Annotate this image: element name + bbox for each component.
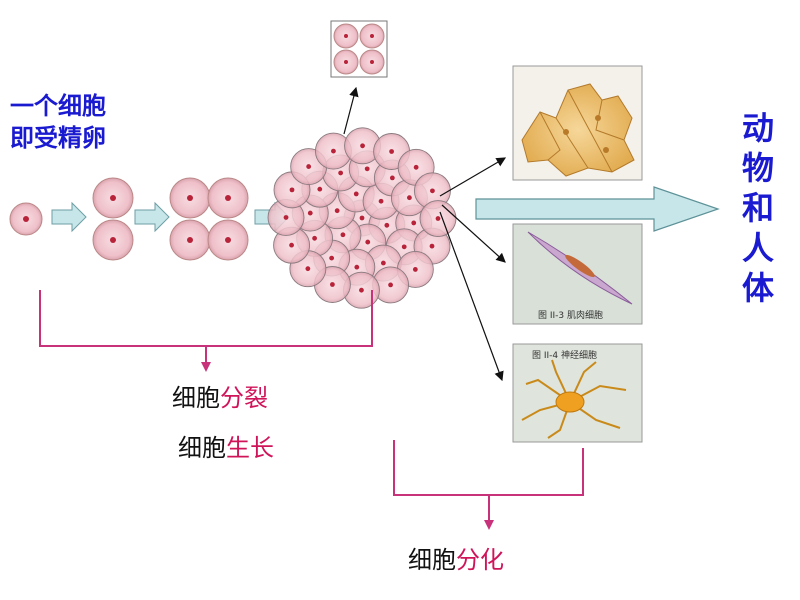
cluster-nucleus xyxy=(289,242,294,248)
zygote-cell xyxy=(9,202,43,236)
cluster-nucleus xyxy=(359,215,365,221)
caption-growth-base: 细胞 xyxy=(178,434,226,462)
arrow-to-muscle xyxy=(441,204,506,263)
cluster-nucleus xyxy=(338,170,344,176)
two-cell-stage xyxy=(92,177,134,261)
cluster-nucleus xyxy=(312,235,317,241)
cluster-nucleus xyxy=(306,164,312,169)
stage-arrow-1 xyxy=(51,201,87,233)
cluster-nucleus xyxy=(340,232,346,238)
nerve-cell-photo: 图 II-4 神经细胞 xyxy=(512,343,643,443)
cluster-nucleus xyxy=(283,215,289,220)
cluster-nucleus xyxy=(407,195,412,201)
cluster-nucleus xyxy=(401,244,407,250)
cluster-nucleus xyxy=(388,282,393,288)
arrow-to-nerve xyxy=(439,211,504,382)
nerve-photo-caption: 图 II-4 神经细胞 xyxy=(532,349,597,361)
stage-arrow-2 xyxy=(134,201,170,233)
cluster-nucleus xyxy=(380,260,386,266)
result-char: 人 xyxy=(741,229,774,267)
result-char: 动 xyxy=(741,109,774,147)
cluster-nucleus xyxy=(384,222,390,228)
division-bracket-arrowhead xyxy=(201,362,211,372)
differentiation-bracket xyxy=(393,440,584,522)
differentiation-bracket-arrowhead xyxy=(484,520,494,530)
muscle-cell-photo: 图 II-3 肌肉细胞 xyxy=(512,223,643,325)
cluster-nucleus xyxy=(430,188,435,194)
cluster-nucleus xyxy=(360,143,365,149)
cell-cluster xyxy=(267,127,457,309)
caption-growth-highlight: 生长 xyxy=(226,434,274,462)
four-cell-inset xyxy=(330,20,388,78)
cluster-nucleus xyxy=(329,255,335,261)
cluster-nucleus xyxy=(359,287,364,293)
caption-differentiation: 细胞分化 xyxy=(408,540,504,575)
arrow-to-epithelial xyxy=(439,157,507,197)
cluster-nucleus xyxy=(435,216,441,221)
caption-division-highlight: 分裂 xyxy=(220,384,268,412)
cluster-nucleus xyxy=(411,220,417,226)
cluster-nucleus xyxy=(354,264,360,270)
result-arrow xyxy=(475,186,720,232)
cluster-nucleus xyxy=(289,187,295,193)
cluster-nucleus xyxy=(413,164,419,170)
division-bracket xyxy=(39,290,373,364)
caption-division-base: 细胞 xyxy=(172,384,220,412)
cluster-nucleus xyxy=(330,282,335,287)
caption-differentiation-base: 细胞 xyxy=(408,546,456,574)
caption-division: 细胞分裂 xyxy=(172,378,268,413)
cluster-nucleus xyxy=(378,198,384,204)
cluster-nucleus xyxy=(412,267,418,272)
cluster-nucleus xyxy=(307,210,313,216)
origin-label-line2: 即受精卵 xyxy=(10,124,106,152)
cluster-nucleus xyxy=(365,239,371,245)
cluster-nucleus xyxy=(305,266,311,272)
cluster-nucleus xyxy=(353,191,359,197)
result-char: 物 xyxy=(741,149,774,187)
result-char: 体 xyxy=(741,269,774,307)
cluster-nucleus xyxy=(317,186,323,192)
epithelial-cell-photo xyxy=(512,65,643,181)
result-label: 动 物 和 人 体 xyxy=(736,108,780,308)
four-cell-stage xyxy=(169,177,249,261)
cluster-nucleus xyxy=(429,243,435,249)
result-char: 和 xyxy=(741,189,774,227)
cluster-nucleus xyxy=(334,208,340,214)
inset-arrow xyxy=(343,86,359,135)
cluster-nucleus xyxy=(389,175,395,181)
cluster-nucleus xyxy=(364,166,370,172)
cluster-nucleus xyxy=(331,148,336,154)
caption-differentiation-highlight: 分化 xyxy=(456,546,504,574)
muscle-photo-caption: 图 II-3 肌肉细胞 xyxy=(538,309,603,321)
origin-label-line1: 一个细胞 xyxy=(10,92,106,120)
caption-growth: 细胞生长 xyxy=(178,428,274,463)
cluster-nucleus xyxy=(389,149,394,154)
